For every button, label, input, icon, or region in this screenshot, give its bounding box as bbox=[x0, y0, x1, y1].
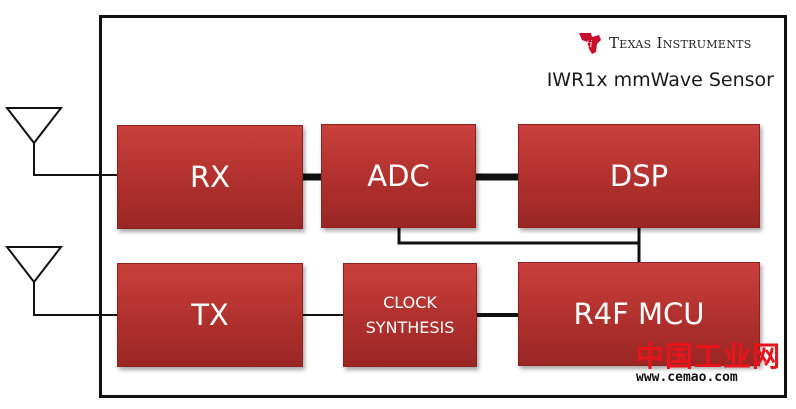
ti-logo-text: Texas Instruments bbox=[609, 34, 752, 52]
dsp-block: DSP bbox=[518, 124, 760, 228]
ti-logo-icon: ti bbox=[579, 33, 601, 54]
watermark-site-name: 中国工业网 bbox=[636, 340, 782, 373]
mcu-label: R4F MCU bbox=[573, 297, 705, 331]
dsp-label: DSP bbox=[609, 159, 669, 193]
adc-block: ADC bbox=[321, 124, 476, 228]
rx-block: RX bbox=[117, 125, 303, 229]
ti-logo: ti Texas Instruments bbox=[577, 30, 752, 56]
watermark-url: www.cemao.com bbox=[636, 370, 738, 385]
clock-label-line1: CLOCK bbox=[383, 293, 437, 312]
clock-synthesis-block: CLOCK SYNTHESIS bbox=[343, 263, 477, 367]
clock-label-line2: SYNTHESIS bbox=[365, 318, 455, 337]
svg-text:ti: ti bbox=[586, 40, 593, 50]
tx-label: TX bbox=[191, 298, 229, 332]
rx-label: RX bbox=[189, 160, 231, 194]
sensor-chip-boundary bbox=[99, 15, 787, 398]
rx-antenna-icon bbox=[4, 107, 117, 176]
tx-antenna-icon bbox=[4, 246, 117, 316]
product-label: IWR1x mmWave Sensor bbox=[546, 69, 774, 91]
tx-block: TX bbox=[117, 263, 303, 367]
adc-label: ADC bbox=[367, 159, 430, 193]
mcu-block: R4F MCU bbox=[518, 262, 760, 366]
adc-mcu-bus bbox=[397, 228, 639, 245]
